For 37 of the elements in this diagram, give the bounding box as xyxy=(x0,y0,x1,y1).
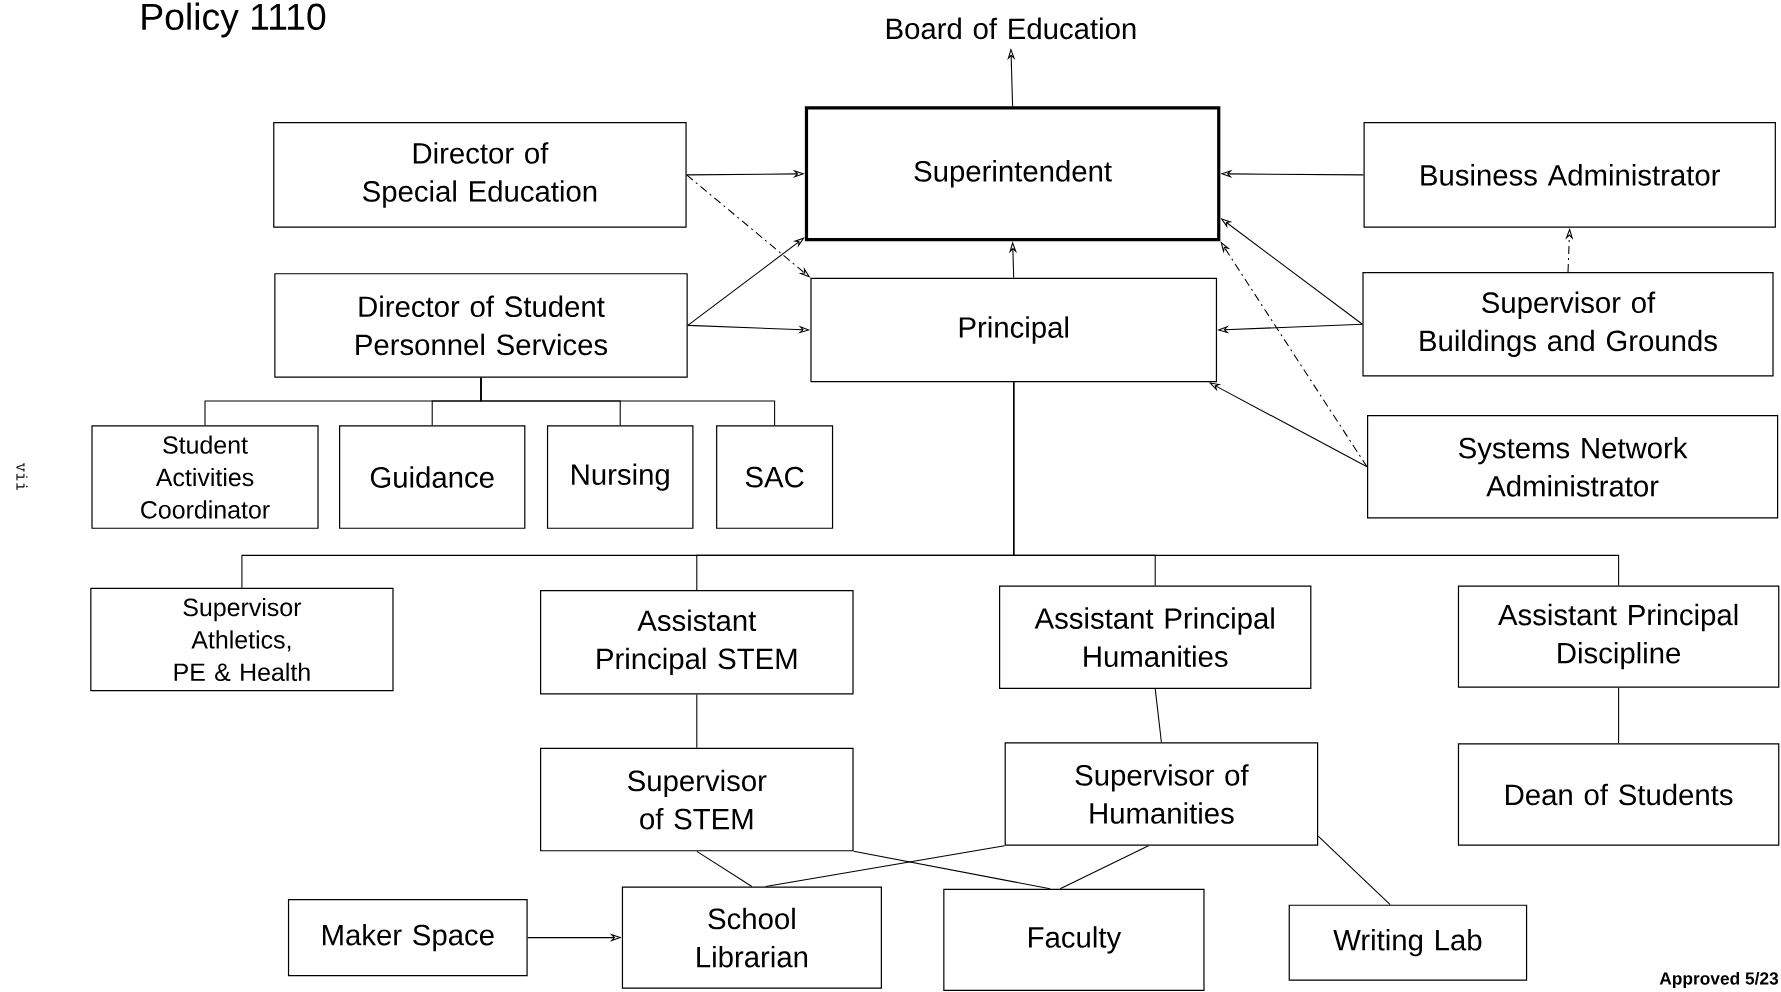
org-box: Dean of Students xyxy=(1457,743,1780,846)
org-box: Assistant Principal Humanities xyxy=(999,585,1312,689)
heading-text: Board of Education xyxy=(886,17,1136,40)
approval-note: Approved 5/23 xyxy=(1659,971,1779,989)
org-box: Nursing xyxy=(546,425,694,529)
org-box: Supervisor of Humanities xyxy=(1004,742,1319,846)
org-box: Business Administrator xyxy=(1363,122,1776,228)
org-box: Principal xyxy=(810,277,1218,383)
connector-line xyxy=(1059,845,1150,890)
org-box: Assistant Principal Discipline xyxy=(1457,585,1780,688)
connector-line xyxy=(480,377,776,426)
arrow xyxy=(687,237,805,326)
org-box: Supervisor Athletics, PE & Health xyxy=(90,587,394,692)
org-box: Supervisor of Buildings and Grounds xyxy=(1362,272,1774,377)
page-number: vii xyxy=(16,463,28,491)
connector-line xyxy=(765,845,1006,887)
org-box: Director of Student Personnel Services xyxy=(274,273,688,378)
org-box: SAC xyxy=(716,425,834,529)
org-box: Superintendent xyxy=(804,106,1221,242)
org-box: Faculty xyxy=(943,888,1205,992)
org-box: Maker Space xyxy=(287,898,528,977)
connector-line xyxy=(696,850,753,887)
org-box: Director of Special Education xyxy=(273,122,687,228)
org-box: Supervisor of STEM xyxy=(540,747,854,852)
title: Policy 1110 xyxy=(142,2,326,38)
connector-line xyxy=(696,694,698,749)
connector-line xyxy=(1618,687,1620,744)
org-box: School Librarian xyxy=(621,886,882,989)
org-box: Writing Lab xyxy=(1288,904,1528,981)
org-box: Systems Network Administrator xyxy=(1367,415,1779,519)
org-box: Assistant Principal STEM xyxy=(540,590,854,695)
org-box: Guidance xyxy=(339,425,526,529)
connector-line xyxy=(1317,835,1391,906)
connector-line xyxy=(1154,688,1162,743)
connector-line xyxy=(1013,381,1620,586)
connector-line xyxy=(853,850,1051,890)
org-box: Student Activities Coordinator xyxy=(91,425,319,529)
